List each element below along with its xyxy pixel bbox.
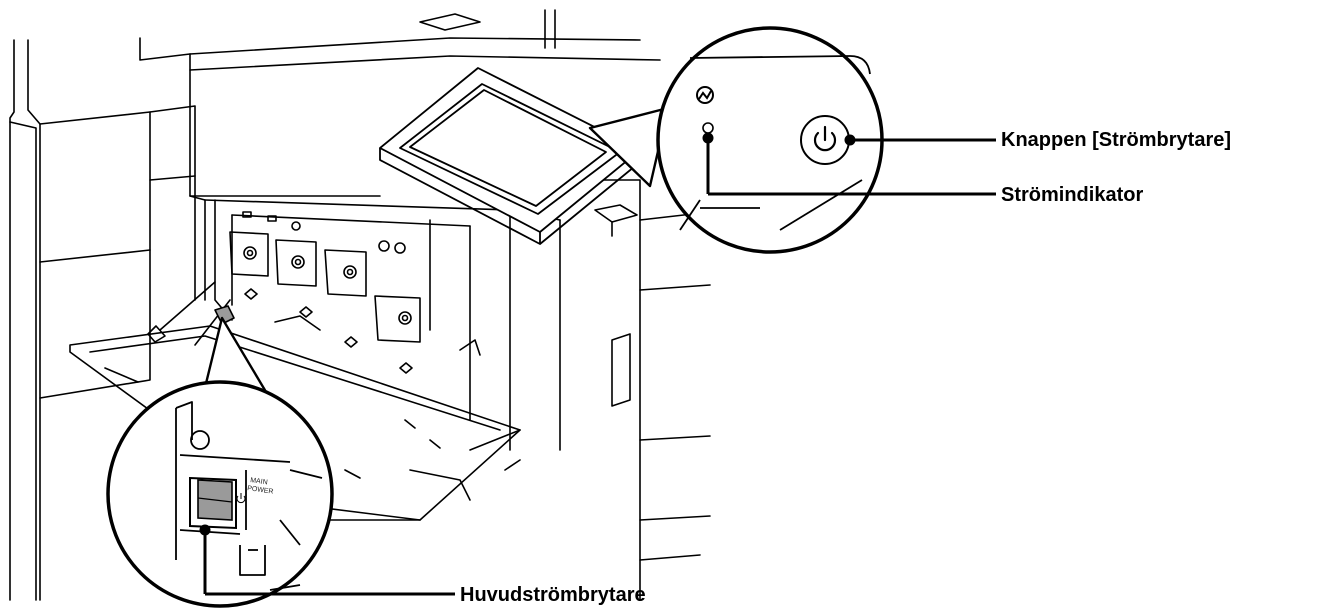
- zoom-circle-bottom: MAIN POWER: [106, 316, 334, 608]
- power-indicator-led: [702, 122, 714, 134]
- operation-panel: [379, 67, 641, 245]
- power-button-label: Knappen [Strömbrytare]: [1001, 129, 1232, 151]
- main-power-label-line2: POWER: [247, 485, 274, 496]
- zoom-circle-top: [588, 26, 884, 254]
- power-symbol-icon: [813, 125, 837, 152]
- touch-screen: [409, 89, 607, 207]
- power-button[interactable]: [800, 115, 850, 165]
- toner-cartridges: [229, 211, 421, 374]
- main-power-label-line1: MAIN: [250, 477, 268, 486]
- printer-body: [9, 9, 711, 601]
- leader-lines: [199, 132, 996, 596]
- main-power-switch-location: [214, 305, 235, 325]
- power-save-icon: [696, 86, 714, 104]
- main-power-symbol-icon: [236, 493, 246, 504]
- power-indicator-label: Strömindikator: [1001, 184, 1144, 206]
- main-power-switch-label: Huvudströmbrytare: [460, 584, 646, 606]
- main-power-switch[interactable]: [189, 476, 237, 530]
